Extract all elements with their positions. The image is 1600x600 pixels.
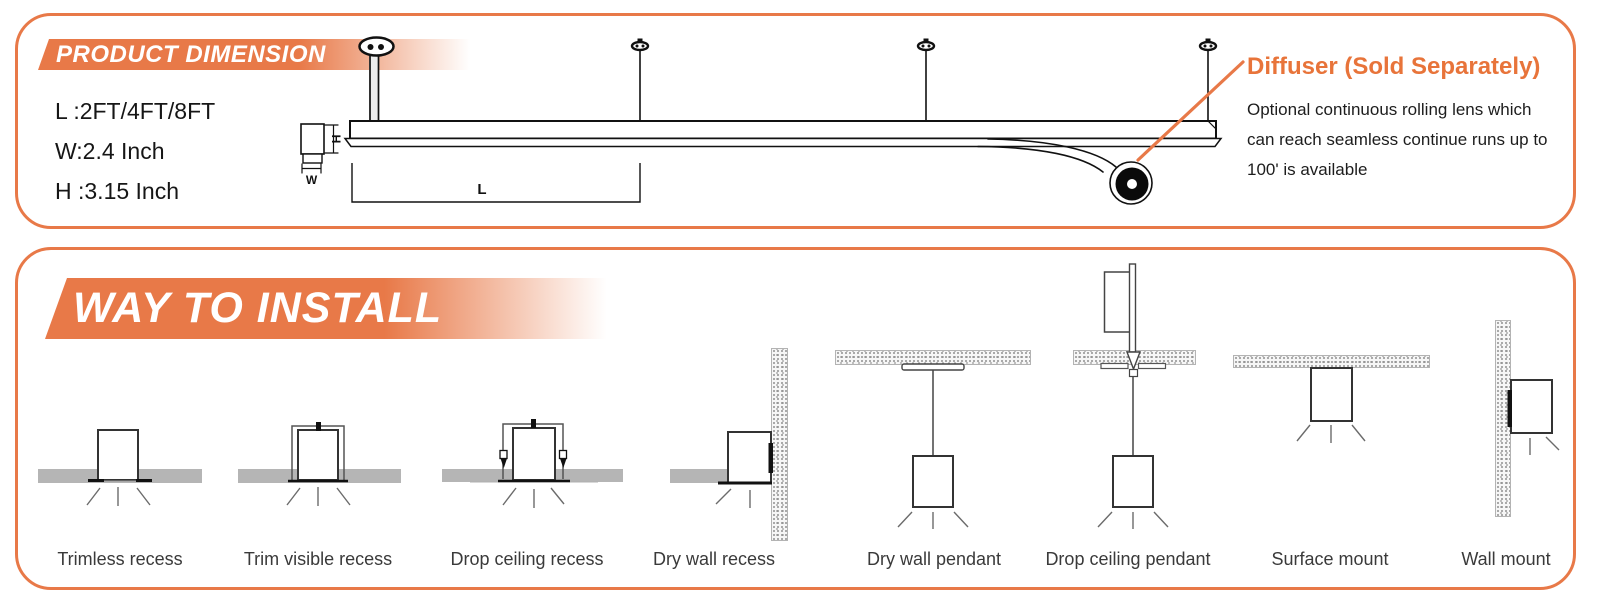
diffuser-callout-line-3: 100' is available	[1247, 160, 1368, 179]
install-label-trimless-recess: Trimless recess	[57, 549, 183, 569]
diagram-trim-visible-recess	[286, 422, 351, 506]
light-rays	[86, 487, 151, 506]
fixture-drawing	[343, 36, 1245, 205]
diffuser-callout-line-2: can reach seamless continue runs up to	[1247, 130, 1548, 149]
install-label-drop-ceiling-recess: Drop ceiling recess	[450, 549, 604, 569]
diagram-drop-ceiling-recess	[470, 419, 598, 508]
dimension-line-height: H :3.15 Inch	[55, 178, 180, 204]
light-rays	[715, 488, 751, 508]
diffuser-callout-title: Diffuser (Sold Separately)	[1247, 53, 1541, 80]
diagram-surface-mount	[1296, 367, 1366, 443]
install-label-wall-mount: Wall mount	[1461, 549, 1551, 569]
ceiling-band-drywall-pendant	[835, 350, 1031, 365]
diagram-dry-wall-recess	[715, 431, 773, 508]
diagram-dry-wall-pendant	[897, 363, 969, 529]
width-dim-label: W	[306, 173, 318, 187]
ceiling-band-drywall-recess	[670, 469, 728, 483]
light-rays	[1529, 436, 1560, 455]
diffuser-callout-line-1: Optional continuous rolling lens which	[1247, 100, 1532, 119]
dimension-line-length: L :2FT/4FT/8FT	[55, 98, 216, 124]
wall-band-drywall-recess	[771, 348, 788, 541]
install-label-surface-mount: Surface mount	[1271, 549, 1389, 569]
install-label-trim-visible-recess: Trim visible recess	[243, 549, 393, 569]
diagram-drop-ceiling-pendant	[1097, 263, 1169, 529]
diffuser-roll	[977, 138, 1153, 205]
way-to-install-banner-label: WAY TO INSTALL	[73, 284, 443, 332]
light-rays	[897, 511, 969, 529]
height-dim-label: H	[329, 135, 343, 144]
light-rays	[1097, 511, 1169, 529]
diffuser-leader-line	[1136, 60, 1245, 162]
product-dimension-banner-label: PRODUCT DIMENSION	[56, 41, 326, 68]
product-dimension-banner: PRODUCT DIMENSION	[38, 39, 488, 70]
diagram-trimless-recess	[86, 429, 152, 506]
light-rays	[286, 487, 351, 506]
light-rays	[1296, 424, 1366, 443]
canopy-double-rod	[358, 36, 395, 123]
canopy-single-rod-2	[916, 38, 936, 123]
way-to-install-banner: WAY TO INSTALL	[45, 278, 630, 339]
fixture-body	[349, 120, 1217, 140]
diagram-wall-mount	[1507, 379, 1560, 455]
light-rays	[502, 487, 565, 508]
length-dim-label: L	[477, 181, 486, 198]
canopy-single-rod-1	[630, 38, 650, 123]
fixture-lens-lip	[343, 137, 1223, 148]
install-label-dry-wall-recess: Dry wall recess	[652, 549, 776, 569]
install-label-dry-wall-pendant: Dry wall pendant	[866, 549, 1002, 569]
cross-section-drawing: H W	[300, 123, 343, 187]
dimension-line-width: W:2.4 Inch	[55, 138, 165, 164]
canopy-single-rod-3	[1198, 38, 1218, 123]
length-dimension: L	[351, 163, 641, 203]
install-label-drop-ceiling-pendant: Drop ceiling pendant	[1045, 549, 1211, 569]
